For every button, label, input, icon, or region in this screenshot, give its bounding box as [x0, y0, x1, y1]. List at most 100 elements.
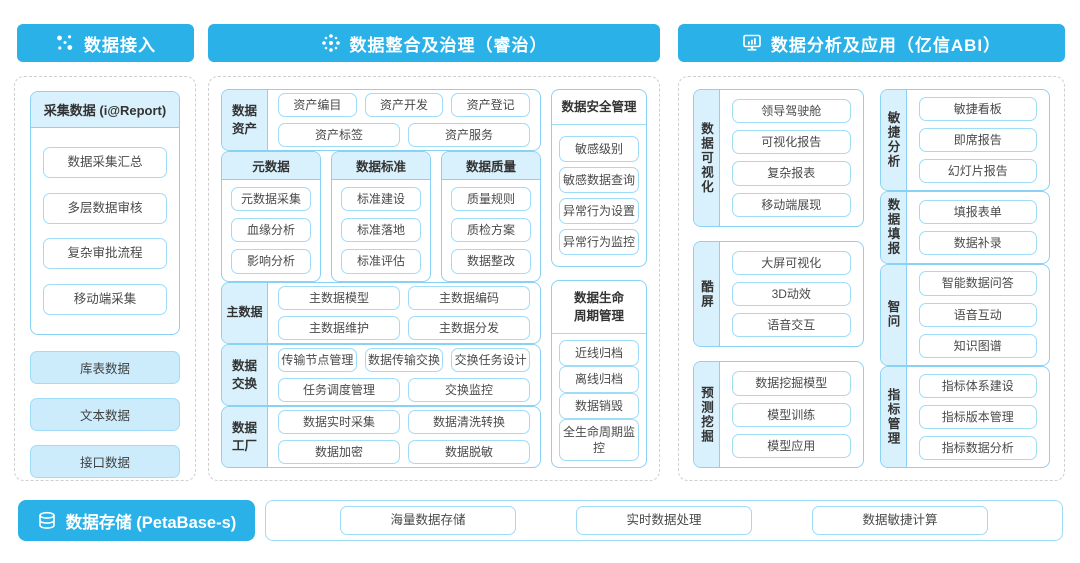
section-title-storage: 数据存储 (PetaBase-s) — [65, 513, 237, 532]
pill: 数据敏捷计算 — [812, 506, 988, 535]
governance-pillar-row: 元数据 元数据采集 血缘分析 影响分析 数据标准 标准建设 标准落地 标准评估 — [221, 151, 541, 282]
panel-data-ingest: 采集数据 (i@Report) 数据采集汇总 多层数据审核 复杂审批流程 移动端… — [14, 76, 196, 481]
group-label: 数据填报 — [880, 192, 907, 263]
pill: 影响分析 — [231, 249, 311, 274]
pill: 复杂报表 — [732, 161, 851, 186]
group-items: 填报表单 数据补录 — [907, 192, 1050, 262]
indicator-management-group: 指标管理 指标体系建设 指标版本管理 指标数据分析 — [879, 365, 1050, 468]
pill: 移动端采集 — [43, 284, 167, 316]
pill: 海量数据存储 — [340, 506, 516, 535]
source-data-list: 库表数据 文本数据 接口数据 — [30, 351, 180, 478]
pill: 数据清洗转换 — [408, 409, 530, 434]
pill: 主数据分发 — [408, 315, 530, 340]
governance-side-column: 数据安全管理 敏感级别 敏感数据查询 异常行为设置 异常行为监控 数据生命周期管… — [551, 89, 647, 468]
pill: 异常行为设置 — [559, 197, 639, 225]
pill: 实时数据处理 — [576, 506, 752, 535]
pill: 数据整改 — [451, 249, 531, 274]
section-header-analysis: 数据分析及应用（亿信ABI） — [678, 24, 1065, 62]
section-title-ingest: 数据接入 — [84, 35, 156, 55]
pill-row: 资产编目 资产开发 资产登记 — [278, 92, 531, 118]
pill: 质量规则 — [451, 187, 531, 212]
collect-data-box: 采集数据 (i@Report) 数据采集汇总 多层数据审核 复杂审批流程 移动端… — [30, 91, 180, 335]
pill: 幻灯片报告 — [918, 159, 1037, 184]
network-dots-icon — [55, 33, 75, 53]
agile-analysis-group: 敏捷分析 敏捷看板 即席报告 幻灯片报告 — [879, 89, 1050, 192]
pill: 3D动效 — [732, 282, 851, 307]
group-label: 数据资产 — [222, 90, 268, 151]
pill: 传输节点管理 — [278, 347, 357, 372]
group-items: 领导驾驶舱 可视化报告 复杂报表 移动端展现 — [720, 90, 863, 226]
group-label: 数据可视化 — [694, 90, 720, 226]
pill: 数据采集汇总 — [43, 146, 167, 178]
pill: 指标版本管理 — [918, 404, 1037, 429]
pill: 数据挖掘模型 — [732, 371, 851, 396]
pill: 元数据采集 — [231, 187, 311, 212]
analysis-right-column: 敏捷分析 敏捷看板 即席报告 幻灯片报告 数据填报 填报表单 数据补录 智问 智… — [879, 89, 1050, 468]
data-lifecycle-group: 数据生命周期管理 近线归档 离线归档 数据销毁 全生命周期监控 — [551, 280, 647, 468]
group-label: 智问 — [880, 264, 907, 365]
pill: 敏感级别 — [559, 135, 639, 163]
pill: 离线归档 — [559, 366, 639, 393]
group-items: 标准建设 标准落地 标准评估 — [332, 180, 430, 281]
group-title: 数据标准 — [332, 152, 430, 181]
group-items: 近线归档 离线归档 数据销毁 全生命周期监控 — [552, 334, 646, 467]
data-factory-group: 数据工厂 数据实时采集 数据清洗转换 数据加密 数据脱敏 — [221, 405, 541, 468]
data-standard-group: 数据标准 标准建设 标准落地 标准评估 — [331, 151, 431, 282]
group-items: 传输节点管理 数据传输交换 交换任务设计 任务调度管理 交换监控 — [268, 345, 540, 405]
panel-governance: 数据资产 资产编目 资产开发 资产登记 资产标签 资产服务 元数据 — [208, 76, 660, 481]
pill: 领导驾驶舱 — [732, 99, 851, 124]
pill: 数据实时采集 — [278, 409, 400, 434]
pill: 资产登记 — [451, 92, 531, 118]
pill: 资产开发 — [364, 92, 444, 118]
pill: 数据补录 — [918, 230, 1037, 256]
collect-box-body: 数据采集汇总 多层数据审核 复杂审批流程 移动端采集 — [31, 128, 179, 334]
pill: 语音互动 — [918, 302, 1037, 327]
pill: 可视化报告 — [732, 130, 851, 155]
pill: 复杂审批流程 — [43, 238, 167, 270]
pill-row: 任务调度管理 交换监控 — [278, 377, 530, 403]
pill: 大屏可视化 — [732, 250, 851, 275]
pill: 血缘分析 — [231, 218, 311, 243]
pill: 标准建设 — [341, 187, 421, 212]
monitor-chart-icon — [742, 33, 762, 53]
group-items: 数据挖掘模型 模型训练 模型应用 — [720, 362, 863, 467]
pill: 标准落地 — [341, 218, 421, 243]
smart-qa-group: 智问 智能数据问答 语音互动 知识图谱 — [879, 263, 1050, 366]
source-item: 接口数据 — [30, 445, 180, 478]
group-label: 数据工厂 — [222, 406, 268, 467]
pill: 全生命周期监控 — [559, 418, 639, 462]
database-icon — [37, 511, 57, 531]
pill: 主数据编码 — [408, 285, 530, 310]
section-header-data-storage: 数据存储 (PetaBase-s) — [18, 500, 255, 541]
pill: 任务调度管理 — [278, 377, 400, 403]
group-label: 预测挖掘 — [694, 362, 720, 467]
group-items: 主数据模型 主数据编码 主数据维护 主数据分发 — [268, 283, 540, 343]
data-reporting-group: 数据填报 填报表单 数据补录 — [879, 191, 1050, 264]
group-items: 大屏可视化 3D动效 语音交互 — [720, 242, 863, 347]
pill: 模型训练 — [732, 402, 851, 427]
pill: 主数据模型 — [278, 285, 400, 310]
pill: 标准评估 — [341, 249, 421, 274]
group-items: 智能数据问答 语音互动 知识图谱 — [907, 265, 1050, 365]
pill: 即席报告 — [918, 128, 1037, 153]
group-title: 数据安全管理 — [552, 90, 646, 126]
group-items: 敏捷看板 即席报告 幻灯片报告 — [907, 90, 1050, 190]
master-data-group: 主数据 主数据模型 主数据编码 主数据维护 主数据分发 — [221, 281, 541, 344]
data-asset-group: 数据资产 资产编目 资产开发 资产登记 资产标签 资产服务 — [221, 89, 541, 152]
pill: 主数据维护 — [278, 315, 400, 340]
pill: 数据传输交换 — [364, 347, 444, 372]
pill: 指标数据分析 — [918, 435, 1037, 461]
group-title: 数据生命周期管理 — [552, 281, 646, 335]
pill: 语音交互 — [732, 313, 851, 338]
pill: 敏感数据查询 — [559, 166, 639, 194]
pill: 质检方案 — [451, 218, 531, 243]
source-item: 库表数据 — [30, 351, 180, 384]
data-quality-group: 数据质量 质量规则 质检方案 数据整改 — [441, 151, 541, 282]
pill: 填报表单 — [918, 199, 1037, 224]
pill: 知识图谱 — [918, 333, 1037, 358]
group-items: 数据实时采集 数据清洗转换 数据加密 数据脱敏 — [268, 407, 540, 467]
group-label: 主数据 — [222, 282, 268, 343]
governance-main-column: 数据资产 资产编目 资产开发 资产登记 资产标签 资产服务 元数据 — [221, 89, 541, 468]
group-items: 元数据采集 血缘分析 影响分析 — [222, 180, 320, 281]
